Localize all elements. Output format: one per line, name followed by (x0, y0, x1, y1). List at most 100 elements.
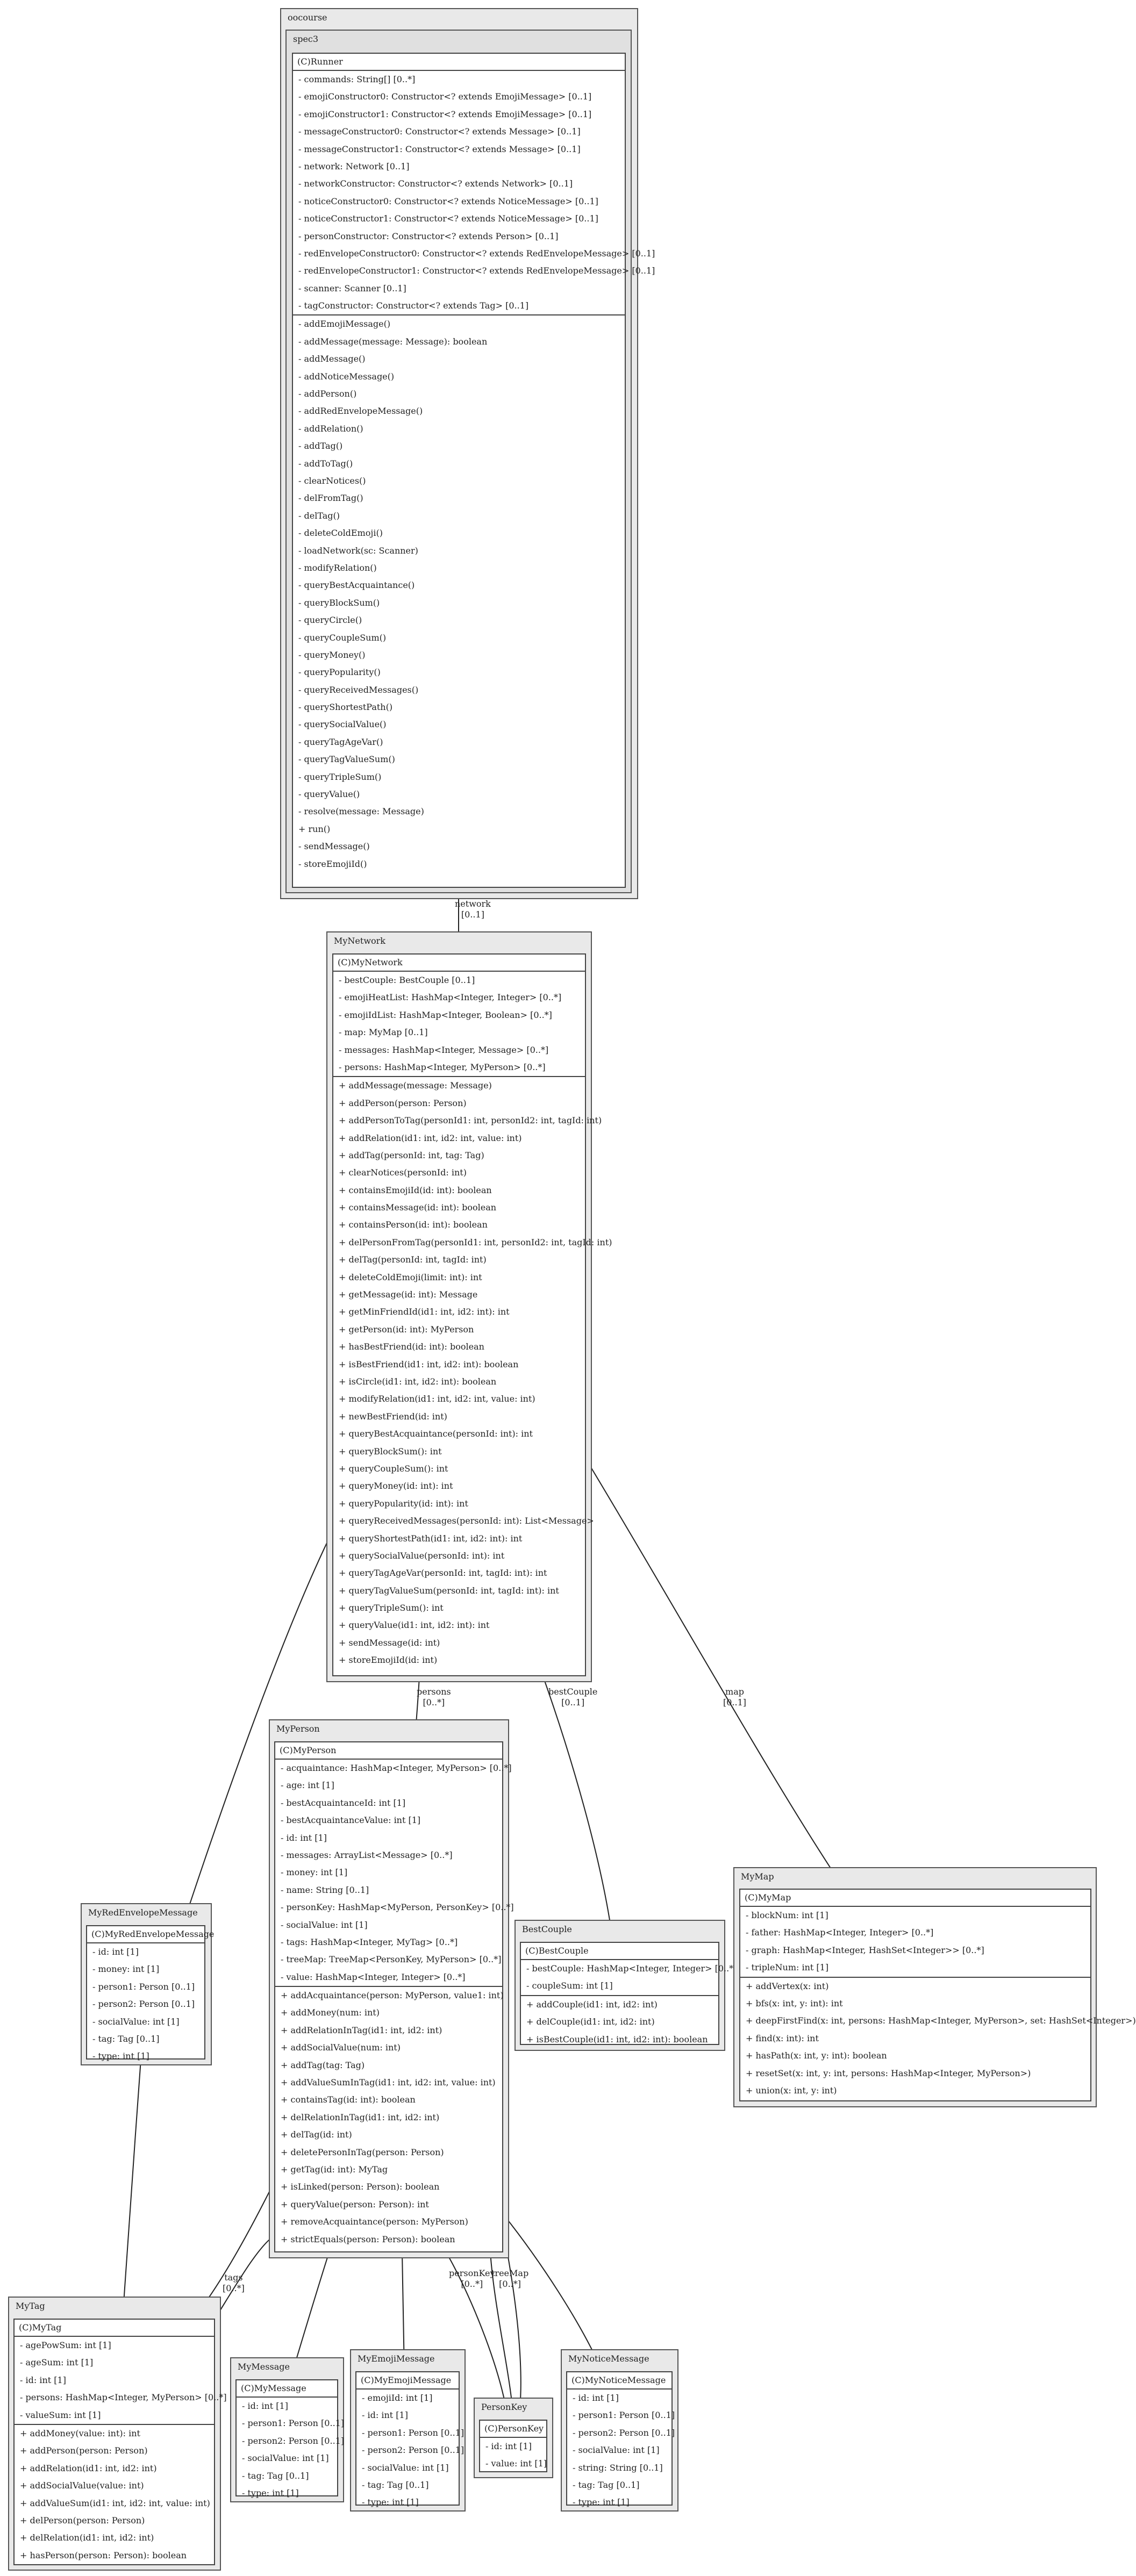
attribute-list: - bestCouple: HashMap<Integer, Integer> … (521, 1960, 737, 1995)
package-title: oocourse (288, 12, 327, 23)
edge-person-key2 (503, 2230, 521, 2420)
method-row: + queryTripleSum(): int (339, 1603, 444, 1613)
method-row: - queryPopularity() (298, 667, 381, 678)
class-bestcouple[interactable]: (C)BestCouple - bestCouple: HashMap<Inte… (520, 1942, 737, 2045)
package-title: MyNoticeMessage (568, 2353, 649, 2364)
attribute-row: - id: int [1] (242, 2401, 288, 2411)
method-row: - addMessage() (298, 354, 366, 364)
method-row: - queryReceivedMessages() (298, 684, 419, 695)
edge-map (585, 1459, 845, 1889)
attribute-row: - noticeConstructor0: Constructor<? exte… (298, 196, 598, 206)
attribute-row: - id: int [1] (20, 2374, 66, 2385)
class-title: (C)MyNetwork (338, 957, 403, 967)
attribute-row: - redEnvelopeConstructor1: Constructor<?… (298, 266, 655, 276)
method-row: - queryBlockSum() (298, 597, 380, 608)
package-title: MyTag (16, 2301, 45, 2311)
attribute-list: - agePowSum: int [1]- ageSum: int [1]- i… (15, 2337, 227, 2424)
edge-bestcouple (542, 1676, 613, 1942)
class-title: (C)BestCouple (525, 1946, 589, 1956)
attribute-row: - type: int [1] (92, 2051, 149, 2062)
edge-label-personkey: personKey[0..*] (449, 2268, 495, 2289)
class-personkey[interactable]: (C)PersonKey - id: int [1]- value: int [… (479, 2420, 547, 2472)
attribute-row: - messageConstructor0: Constructor<? ext… (298, 126, 581, 137)
attribute-row: - tag: Tag [0..1] (362, 2479, 429, 2490)
attribute-row: - person2: Person [0..1] (92, 1999, 195, 2010)
class-mytag[interactable]: (C)MyTag - agePowSum: int [1]- ageSum: i… (13, 2319, 227, 2565)
attribute-row: - emojiHeatList: HashMap<Integer, Intege… (339, 992, 562, 1003)
attribute-row: - tripleNum: int [1] (746, 1962, 829, 1973)
method-row: + containsEmojiId(id: int): boolean (339, 1185, 492, 1195)
attribute-row: - personKey: HashMap<MyPerson, PersonKey… (281, 1902, 514, 1913)
attribute-list: - emojiId: int [1]- id: int [1]- person1… (356, 2390, 464, 2512)
method-row: + queryBestAcquaintance(personId: int): … (339, 1429, 533, 1439)
edge-redenvelope (182, 1531, 333, 1926)
class-runner[interactable]: (C)Runner - commands: String[] [0..*]- e… (292, 53, 655, 888)
class-myredenvelopemessage[interactable]: (C)MyRedEnvelopeMessage - id: int [1]- m… (86, 1925, 214, 2061)
attribute-list: - blockNum: int [1]- father: HashMap<Int… (740, 1907, 1090, 1977)
attribute-list: - id: int [1]- money: int [1]- person1: … (87, 1943, 204, 2065)
method-row: + queryMoney(id: int): int (339, 1481, 453, 1491)
attribute-list: - bestCouple: BestCouple [0..1] - emojiHe… (333, 972, 585, 1076)
attribute-row: - id: int [1] (573, 2393, 619, 2403)
method-row: + delCouple(id1: int, id2: int) (526, 2017, 655, 2027)
class-title: (C)MyMessage (241, 2383, 306, 2393)
edge-label-tags: tags[0..*] (223, 2272, 245, 2293)
attribute-row: - tag: Tag [0..1] (573, 2479, 640, 2490)
attribute-row: - tagConstructor: Constructor<? extends … (298, 300, 529, 311)
attribute-list: - id: int [1]- person1: Person [0..1]- p… (237, 2398, 344, 2502)
method-row: + delPerson(person: Person) (20, 2515, 145, 2525)
method-row: + addRelation(id1: int, id2: int) (20, 2463, 157, 2473)
method-row: - addRedEnvelopeMessage() (298, 406, 423, 417)
attribute-row: - valueSum: int [1] (20, 2409, 101, 2420)
edge-tag-person (215, 2235, 275, 2319)
class-mynetwork[interactable]: (C)MyNetwork - bestCouple: BestCouple [0… (332, 953, 612, 1676)
class-myemojimessage[interactable]: (C)MyEmojiMessage - emojiId: int [1]- id… (355, 2371, 464, 2507)
method-row: - queryBestAcquaintance() (298, 580, 415, 591)
method-row: + deleteColdEmoji(limit: int): int (339, 1272, 482, 1282)
class-mymessage[interactable]: (C)MyMessage - id: int [1]- person1: Per… (235, 2379, 344, 2498)
method-list: - addEmojiMessage()- addMessage(message:… (293, 315, 625, 873)
method-row: + queryTagAgeVar(personId: int, tagId: i… (339, 1568, 547, 1578)
method-row: - addNoticeMessage() (298, 371, 395, 382)
attribute-row: - messages: HashMap<Integer, Message> [0… (339, 1044, 549, 1055)
attribute-row: - socialValue: int [1] (242, 2453, 329, 2464)
attribute-row: - bestCouple: BestCouple [0..1] (339, 975, 475, 985)
method-row: + storeEmojiId(id: int) (339, 1655, 438, 1666)
attribute-row: - bestAcquaintanceValue: int [1] (281, 1815, 421, 1826)
attribute-row: - coupleSum: int [1] (526, 1981, 613, 1991)
method-row: + addTag(tag: Tag) (281, 2060, 365, 2070)
method-row: + addMessage(message: Message) (339, 1080, 492, 1091)
class-mynoticemessage[interactable]: (C)MyNoticeMessage - id: int [1]- person… (566, 2371, 675, 2507)
class-title: (C)MyMap (745, 1892, 791, 1903)
attribute-list: - commands: String[] [0..*]- emojiConstr… (293, 71, 655, 314)
method-row: + run() (298, 823, 331, 834)
method-row: + queryValue(person: Person): int (281, 2199, 429, 2209)
method-row: + delRelation(id1: int, id2: int) (20, 2532, 154, 2543)
method-row: - addEmojiMessage() (298, 319, 391, 329)
method-row: + hasPath(x: int, y: int): boolean (746, 2050, 887, 2061)
attribute-row: - age: int [1] (281, 1780, 334, 1791)
method-row: + delTag(personId: int, tagId: int) (339, 1254, 487, 1265)
edge-red-tag (122, 2059, 141, 2319)
attribute-row: - emojiId: int [1] (362, 2393, 433, 2403)
method-row: + bfs(x: int, y: int): int (746, 1998, 843, 2008)
method-row: + modifyRelation(id1: int, id2: int, val… (339, 1394, 535, 1404)
attribute-row: - networkConstructor: Constructor<? exte… (298, 178, 573, 189)
method-row: - queryTagValueSum() (298, 754, 395, 765)
method-row: + getTag(id: int): MyTag (281, 2164, 388, 2175)
method-row: - addToTag() (298, 458, 353, 469)
method-row: - sendMessage() (298, 841, 370, 852)
edge-label-persons: persons[0..*] (417, 1687, 451, 1707)
method-row: - delFromTag() (298, 493, 363, 504)
method-row: - queryCoupleSum() (298, 632, 387, 643)
class-title: (C)Runner (297, 56, 343, 67)
class-title: (C)MyPerson (280, 1745, 337, 1755)
attribute-row: - persons: HashMap<Integer, MyPerson> [0… (339, 1061, 546, 1072)
method-row: + queryBlockSum(): int (339, 1446, 442, 1456)
method-list: + addMoney(value: int): int+ addPerson(p… (15, 2425, 214, 2564)
method-row: - queryTripleSum() (298, 771, 382, 782)
class-myperson[interactable]: (C)MyPerson - acquaintance: HashMap<Inte… (274, 1741, 514, 2252)
method-list: + addMessage(message: Message)+ addPerso… (333, 1077, 612, 1669)
method-row: + resetSet(x: int, y: int, persons: Hash… (746, 2068, 1031, 2078)
class-mymap[interactable]: (C)MyMap - blockNum: int [1]- father: Ha… (739, 1889, 1136, 2101)
